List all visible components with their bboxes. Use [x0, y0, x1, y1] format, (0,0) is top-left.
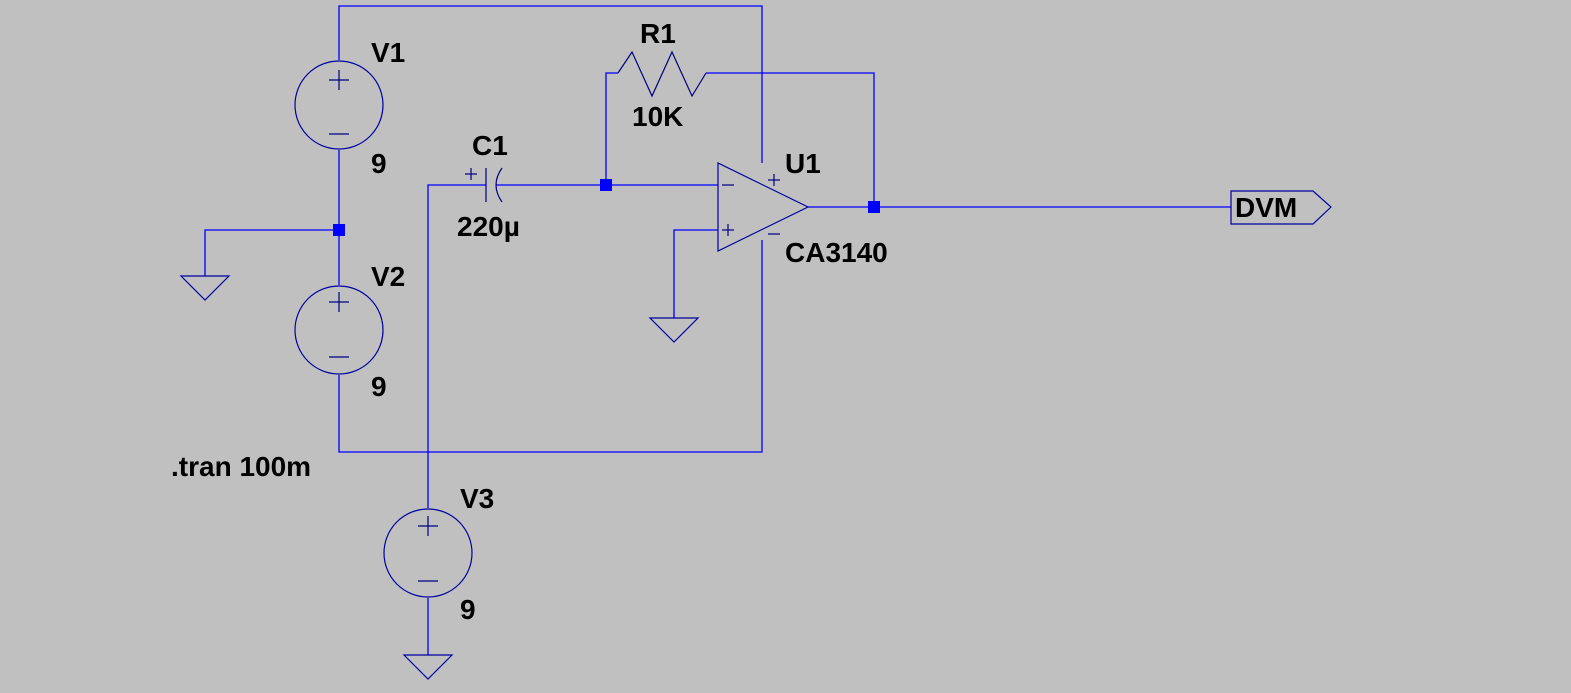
ground-icon[interactable] [402, 654, 454, 680]
wire-r1-right-to-output[interactable] [706, 72, 875, 207]
dvm-net-label-flag[interactable] [1230, 190, 1332, 225]
c1-name[interactable]: C1 [472, 130, 508, 161]
wire-v3-to-c1[interactable] [427, 184, 486, 508]
u1-value[interactable]: CA3140 [785, 237, 888, 268]
dvm-net-label[interactable]: DVM [1235, 192, 1297, 223]
v2-name[interactable]: V2 [371, 261, 405, 292]
spice-directive[interactable]: .tran 100m [171, 451, 311, 482]
wire-v1-top-to-supply-plus[interactable] [338, 5, 763, 163]
junction-inverting-node[interactable] [600, 179, 612, 191]
v2-value[interactable]: 9 [371, 371, 387, 402]
voltage-source-v3[interactable] [383, 508, 473, 598]
opamp-u1[interactable] [717, 162, 810, 252]
voltage-source-v2[interactable] [294, 285, 384, 375]
wire-ground-node-to-gnd1[interactable] [204, 229, 339, 276]
r1-value[interactable]: 10K [632, 101, 683, 132]
v1-name[interactable]: V1 [371, 37, 405, 68]
r1-name[interactable]: R1 [640, 18, 676, 49]
c1-value[interactable]: 220µ [457, 211, 520, 242]
junction-output-node[interactable] [868, 201, 880, 213]
ground-icon[interactable] [648, 317, 700, 343]
u1-name[interactable]: U1 [785, 148, 821, 179]
wire-v2-bottom-to-supply-minus[interactable] [338, 240, 763, 453]
v3-name[interactable]: V3 [460, 483, 494, 514]
resistor-r1[interactable] [617, 50, 707, 98]
wire-noninverting-to-gnd[interactable] [673, 229, 718, 318]
voltage-source-v1[interactable] [294, 60, 384, 150]
v1-value[interactable]: 9 [371, 148, 387, 179]
capacitor-c1[interactable] [465, 167, 503, 203]
junction-ground-node[interactable] [333, 224, 345, 236]
v3-value[interactable]: 9 [460, 594, 476, 625]
wire-r1-left[interactable] [605, 72, 618, 185]
wires [204, 5, 1231, 655]
ground-icon[interactable] [179, 275, 231, 301]
